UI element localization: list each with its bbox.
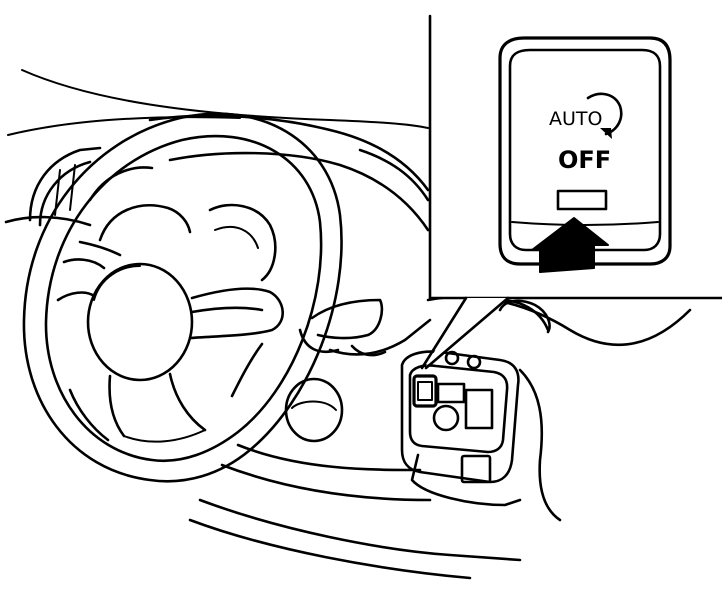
dashboard xyxy=(4,69,692,580)
switch-off-label: OFF xyxy=(558,146,611,174)
press-arrow-icon xyxy=(531,217,609,273)
steering-wheel xyxy=(22,112,343,483)
callout-inset: AUTO OFF xyxy=(420,14,722,370)
indicator-slot xyxy=(556,189,608,211)
switch-auto-label: AUTO xyxy=(549,108,602,130)
circular-arrow-icon xyxy=(586,92,623,139)
